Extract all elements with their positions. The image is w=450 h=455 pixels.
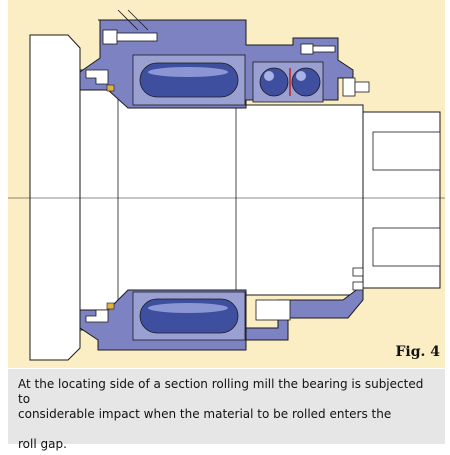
cover-hatch-lines xyxy=(117,9,149,31)
seal-element-top xyxy=(106,84,115,92)
housing-bottom xyxy=(98,284,364,351)
roller-highlight-bottom xyxy=(148,303,228,313)
shaft-keyway xyxy=(372,131,441,171)
figure-label: Fig. 4 xyxy=(395,344,440,360)
bolt-bottom-right xyxy=(352,281,364,291)
cover-bolt-head xyxy=(300,43,314,55)
caption-line-2: considerable impact when the material to… xyxy=(18,407,392,421)
caption-line-3: roll gap. xyxy=(18,437,67,451)
bearing-cross-section-figure: Fig. 4 xyxy=(8,0,445,368)
roll-end-face xyxy=(29,34,81,361)
bolt-bottom-right xyxy=(352,267,364,277)
top-bolt-shank xyxy=(116,32,158,42)
caption-box: At the locating side of a section rollin… xyxy=(8,369,445,451)
ball-highlight xyxy=(296,71,306,81)
shaft-keyway xyxy=(372,227,441,267)
cover-bolt-shank xyxy=(312,45,336,53)
ball-right xyxy=(291,67,321,97)
seal-top xyxy=(85,69,109,85)
ball-left xyxy=(259,67,289,97)
locknut-washer-top xyxy=(354,81,370,93)
locknut-top xyxy=(342,77,356,97)
ball-highlight xyxy=(264,71,274,81)
roller-highlight-top xyxy=(148,67,228,77)
cover-bottom xyxy=(255,299,291,321)
top-bolt-head xyxy=(102,29,118,45)
caption-line-1: At the locating side of a section rollin… xyxy=(18,377,424,406)
seal-bottom xyxy=(85,309,109,323)
seal-element-bottom xyxy=(106,302,115,310)
